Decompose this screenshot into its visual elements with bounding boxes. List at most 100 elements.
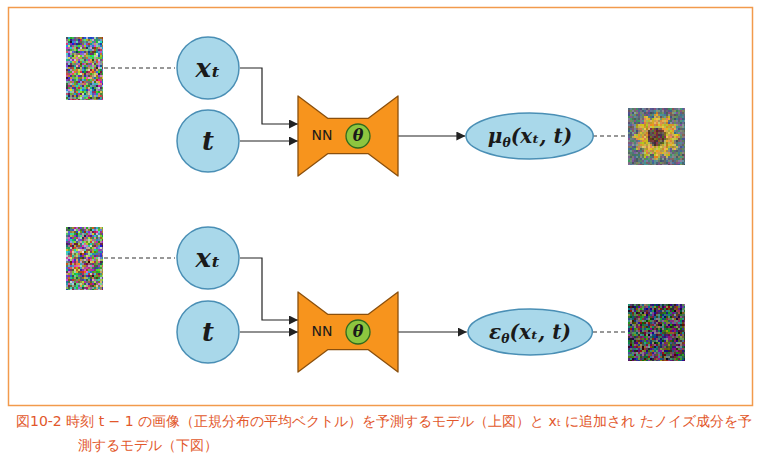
image-pixel [74,259,76,261]
image-pixel [98,247,100,249]
image-pixel [642,162,644,164]
image-pixel [664,112,666,114]
image-pixel [672,128,674,130]
image-pixel [88,245,90,247]
image-pixel [88,55,90,57]
image-pixel [82,261,84,263]
image-pixel [94,67,96,69]
image-pixel [654,164,656,165]
image-pixel [100,247,102,249]
image-thumbnail [66,37,103,100]
image-pixel [658,128,660,130]
image-pixel [100,245,102,247]
image-pixel [82,37,84,39]
image-pixel [72,271,74,273]
image-pixel [662,146,664,148]
image-pixel [66,39,68,41]
image-pixel [88,73,90,75]
image-pixel [78,45,80,47]
image-pixel [86,97,88,99]
image-pixel [74,257,76,259]
image-pixel [80,283,82,285]
image-pixel [656,120,658,122]
image-pixel [94,83,96,85]
image-pixel [74,247,76,249]
image-pixel [674,158,676,160]
image-pixel [652,158,654,160]
image-pixel [98,81,100,83]
image-pixel [80,51,82,53]
image-pixel [84,277,86,279]
image-pixel [88,51,90,53]
image-pixel [660,128,662,130]
image-pixel [684,134,685,136]
image-pixel [102,43,103,45]
image-pixel [98,61,100,63]
image-pixel [632,128,634,130]
image-pixel [644,132,646,134]
image-pixel [632,126,634,128]
image-pixel [638,110,640,112]
image-pixel [664,108,666,110]
image-pixel [70,247,72,249]
image-pixel [680,158,682,160]
image-pixel [678,130,680,132]
figure-frame [9,8,753,406]
image-pixel [66,47,68,49]
image-pixel [650,112,652,114]
image-pixel [658,130,660,132]
image-pixel [72,53,74,55]
image-pixel [672,144,674,146]
image-pixel [80,81,82,83]
image-pixel [636,160,638,162]
image-pixel [628,116,630,118]
image-pixel [82,227,84,229]
image-pixel [102,85,103,87]
image-pixel [90,73,92,75]
image-pixel [668,132,670,134]
image-pixel [70,243,72,245]
image-pixel [98,279,100,281]
image-pixel [642,140,644,142]
image-pixel [72,55,74,57]
image-pixel [96,45,98,47]
image-pixel [650,150,652,152]
image-pixel [632,150,634,152]
image-pixel [100,75,102,77]
image-pixel [642,132,644,134]
image-pixel [668,126,670,128]
image-pixel [94,277,96,279]
image-pixel [98,93,100,95]
image-pixel [82,83,84,85]
image-pixel [638,150,640,152]
image-pixel [102,227,103,229]
image-pixel [638,152,640,154]
image-pixel [66,245,68,247]
image-pixel [92,245,94,247]
image-pixel [680,148,682,150]
image-pixel [90,259,92,261]
image-pixel [94,45,96,47]
image-pixel [636,154,638,156]
image-pixel [70,231,72,233]
image-pixel [658,110,660,112]
image-pixel [78,49,80,51]
image-pixel [664,124,666,126]
image-pixel [66,49,68,51]
image-pixel [76,81,78,83]
image-pixel [102,95,103,97]
image-pixel [88,269,90,271]
image-pixel [90,37,92,39]
image-pixel [102,47,103,49]
image-pixel [68,253,70,255]
image-pixel [656,140,658,142]
image-pixel [78,253,80,255]
image-pixel [70,47,72,49]
image-pixel [76,75,78,77]
image-pixel [80,55,82,57]
image-pixel [76,249,78,251]
image-pixel [86,95,88,97]
image-pixel [632,108,634,110]
image-pixel [674,152,676,154]
image-pixel [68,49,70,51]
